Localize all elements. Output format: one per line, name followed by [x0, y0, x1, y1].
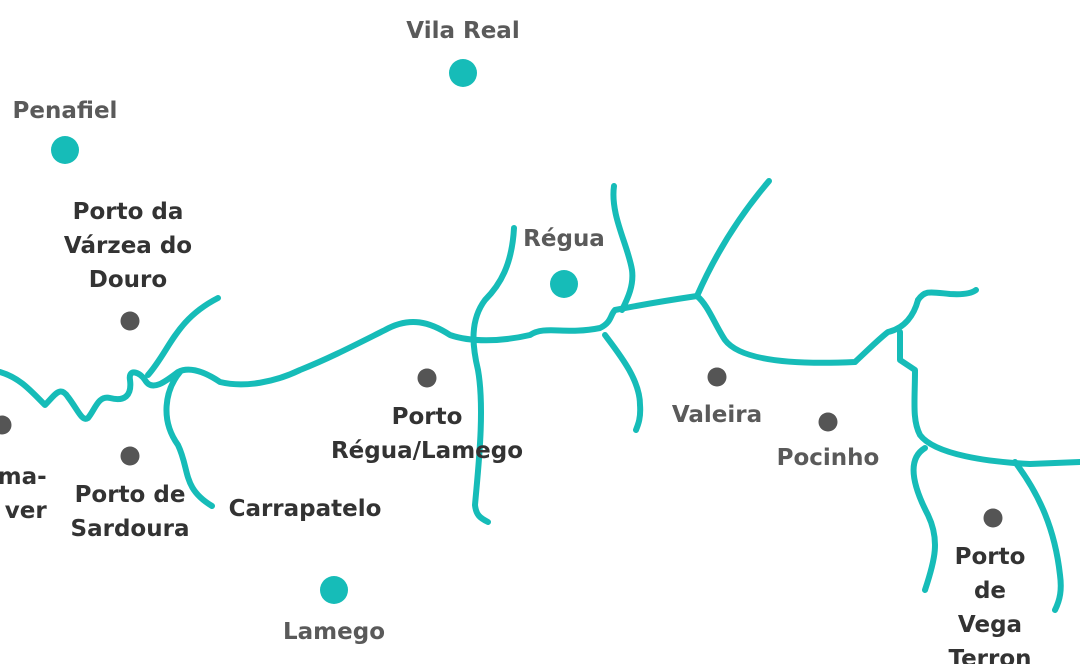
porto-varzea-marker[interactable]: [120, 311, 140, 331]
river-segment-southeast-2: [1012, 459, 1064, 613]
regua-marker[interactable]: [550, 270, 578, 298]
douro-river: [0, 293, 921, 422]
pocinho-label: Pocinho: [776, 445, 880, 471]
vila-real-label: Vila Real: [406, 18, 520, 44]
lamego-label: Lamego: [282, 619, 386, 645]
river-segment-southeast: [910, 445, 938, 593]
porto-sardoura-label: Porto de Sardoura: [70, 482, 190, 542]
regua-label: Régua: [523, 226, 605, 252]
tributary-varzea: [145, 295, 221, 378]
river-segment-northeast: [915, 287, 979, 303]
porto-sardoura-marker[interactable]: [120, 446, 140, 466]
tributary-varosa: [602, 332, 644, 433]
pocinho-marker[interactable]: [818, 412, 838, 432]
porto-vega-terron-marker[interactable]: [983, 508, 1003, 528]
penafiel-marker[interactable]: [51, 136, 79, 164]
river-segment-east: [897, 329, 1080, 467]
lamego-marker[interactable]: [320, 576, 348, 604]
porto-regua-lamego-label: Porto Régua/Lamego: [330, 404, 524, 464]
carrapatelo-label: Carrapatelo: [228, 496, 382, 522]
porto-varzea-label: Porto da Várzea do Douro: [63, 199, 193, 293]
porto-vega-terron-label: Porto de Vega Terron: [948, 544, 1032, 664]
porto-regua-lamego-marker[interactable]: [417, 368, 437, 388]
valeira-label: Valeira: [671, 402, 763, 428]
tributary-pinhao: [694, 178, 772, 299]
clipped-left-label: uma- ver: [0, 464, 47, 524]
tributary-corgo: [610, 183, 636, 313]
vila-real-marker[interactable]: [449, 59, 477, 87]
tributary-regua: [470, 225, 517, 525]
valeira-marker[interactable]: [707, 367, 727, 387]
penafiel-label: Penafiel: [12, 98, 118, 124]
clipped-left-marker[interactable]: [0, 415, 12, 435]
tributary-sardoura: [163, 369, 215, 509]
